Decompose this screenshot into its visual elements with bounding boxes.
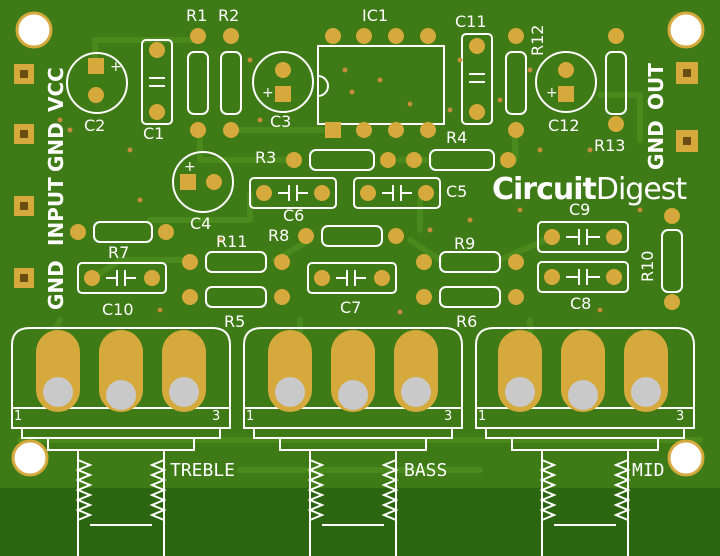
pot-label-treble: TREBLE bbox=[170, 460, 236, 481]
polarity-mark-c3: + bbox=[262, 85, 274, 101]
pot-mid-pin1: 1 bbox=[478, 409, 487, 424]
cap-c1 bbox=[141, 39, 173, 125]
label-c8: C8 bbox=[570, 294, 592, 313]
label-c1: C1 bbox=[143, 124, 165, 143]
circuitdigest-logo: CircuitDigest bbox=[492, 172, 687, 207]
label-r3: R3 bbox=[255, 148, 277, 167]
pot-treble-pin3: 3 bbox=[212, 409, 221, 424]
right-connector-pads bbox=[676, 62, 698, 152]
connector-label-gnd-top: GND bbox=[44, 122, 68, 172]
label-c9: C9 bbox=[569, 200, 591, 219]
left-connector-pads bbox=[14, 64, 34, 288]
polarity-mark-c12: + bbox=[546, 85, 558, 101]
pot-bass-pin3: 3 bbox=[444, 409, 453, 424]
label-r7: R7 bbox=[108, 243, 130, 262]
connector-label-out: OUT bbox=[644, 63, 668, 110]
label-c2: C2 bbox=[84, 116, 106, 135]
label-r2: R2 bbox=[218, 6, 240, 25]
ic1-dip8 bbox=[317, 28, 445, 138]
label-c4: C4 bbox=[190, 214, 212, 233]
label-c6: C6 bbox=[283, 206, 305, 225]
label-r5: R5 bbox=[224, 312, 246, 331]
label-r1: R1 bbox=[186, 6, 208, 25]
board-edge-strip bbox=[0, 488, 720, 556]
label-r8: R8 bbox=[268, 226, 290, 245]
connector-label-gnd-out: GND bbox=[644, 120, 668, 170]
label-r6: R6 bbox=[456, 312, 478, 331]
label-c3: C3 bbox=[270, 112, 292, 131]
pot-mid-pin3: 3 bbox=[676, 409, 685, 424]
label-r10: R10 bbox=[638, 250, 657, 282]
vertical-resistors bbox=[187, 28, 683, 310]
pot-label-mid: MID bbox=[632, 460, 665, 481]
potentiometers bbox=[11, 327, 695, 556]
mounting-holes bbox=[11, 11, 705, 477]
label-r12: R12 bbox=[528, 24, 547, 56]
label-r4: R4 bbox=[446, 128, 468, 147]
connector-label-gnd-bottom: GND bbox=[44, 260, 68, 310]
label-ic1: IC1 bbox=[362, 6, 389, 25]
label-c7: C7 bbox=[340, 298, 362, 317]
label-c11: C11 bbox=[455, 12, 487, 31]
pot-treble-pin1: 1 bbox=[14, 409, 23, 424]
label-r13: R13 bbox=[594, 136, 626, 155]
label-r11: R11 bbox=[216, 232, 248, 251]
pot-bass-pin1: 1 bbox=[246, 409, 255, 424]
pot-label-bass: BASS bbox=[404, 460, 448, 481]
label-r9: R9 bbox=[454, 234, 476, 253]
connector-label-input: INPUT bbox=[44, 177, 68, 246]
polarity-mark-c2: + bbox=[110, 59, 122, 75]
horizontal-resistors bbox=[70, 149, 524, 308]
cap-c11 bbox=[461, 33, 493, 125]
label-c10: C10 bbox=[102, 300, 134, 319]
electrolytic-capacitors bbox=[66, 51, 597, 213]
label-c12: C12 bbox=[548, 116, 580, 135]
label-c5: C5 bbox=[446, 182, 468, 201]
vias bbox=[57, 57, 643, 315]
connector-label-vcc: VCC bbox=[44, 67, 68, 112]
film-capacitors bbox=[77, 177, 629, 294]
polarity-mark-c4: + bbox=[184, 159, 196, 175]
